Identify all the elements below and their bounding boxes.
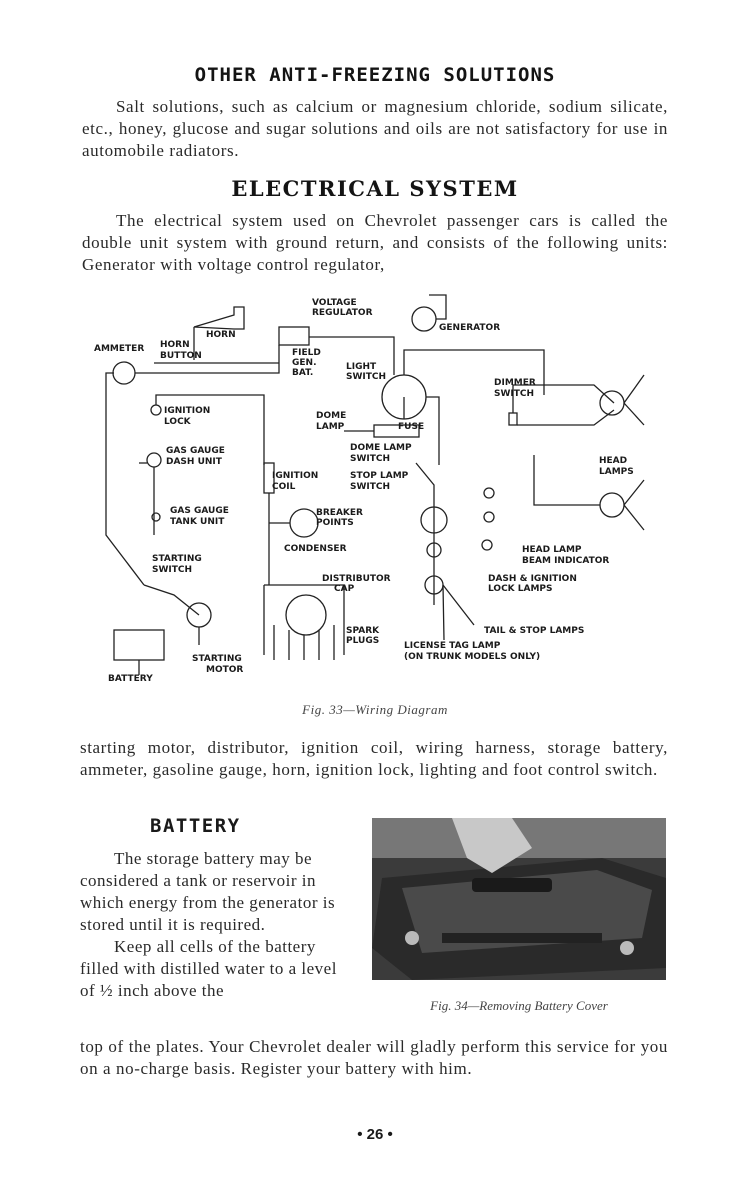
label-stop-lamp-switch-2: SWITCH	[350, 482, 390, 492]
label-gas-gauge-dash-2: DASH UNIT	[166, 457, 223, 467]
section-heading-battery: BATTERY	[150, 815, 241, 837]
label-field: FIELD	[292, 348, 321, 358]
label-breaker-points-1: BREAKER	[316, 508, 363, 518]
label-voltage-regulator-1: VOLTAGE	[312, 298, 357, 308]
page-number: • 26 •	[357, 1126, 393, 1143]
battery-photo-illustration	[372, 818, 666, 980]
label-head-lamps-1: HEAD	[599, 456, 627, 466]
paragraph-battery-continued: top of the plates. Your Chevrolet dealer…	[80, 1037, 668, 1078]
label-dome-lamp-1: DOME	[316, 411, 346, 421]
label-horn-button-2: BUTTON	[160, 351, 202, 361]
wiring-lines	[105, 294, 645, 675]
label-ignition-lock-1: IGNITION	[164, 406, 210, 416]
label-ignition-coil-2: COIL	[272, 482, 296, 492]
label-dash-lamps-1: DASH & IGNITION	[488, 574, 577, 584]
paragraph-electrical-intro: The electrical system used on Chevrolet …	[82, 211, 668, 274]
label-starting-switch-2: SWITCH	[152, 565, 192, 575]
paragraph-electrical-continued: starting motor, distributor, ignition co…	[80, 738, 668, 779]
label-head-lamps-2: LAMPS	[599, 467, 634, 477]
label-gas-gauge-tank-1: GAS GAUGE	[170, 506, 229, 516]
battery-cover-photo	[372, 818, 666, 980]
section-heading-anti-freezing: OTHER ANTI-FREEZING SOLUTIONS	[194, 64, 556, 86]
label-dash-lamps-2: LOCK LAMPS	[488, 584, 553, 594]
paragraph-battery-1: The storage battery may be considered a …	[80, 849, 336, 934]
label-light-switch-2: SWITCH	[346, 372, 386, 382]
label-ammeter: AMMETER	[94, 344, 144, 354]
label-dome-lamp-2: LAMP	[316, 422, 345, 432]
label-tail-stop-lamps: TAIL & STOP LAMPS	[484, 626, 584, 636]
label-condenser: CONDENSER	[284, 544, 347, 554]
label-horn: HORN	[206, 330, 236, 340]
figure-caption-battery: Fig. 34—Removing Battery Cover	[430, 998, 608, 1013]
label-spark-plugs-1: SPARK	[346, 626, 380, 636]
paragraph-battery-2: Keep all cells of the battery filled wit…	[80, 937, 337, 1000]
label-generator: GENERATOR	[439, 323, 500, 333]
label-light-switch-1: LIGHT	[346, 362, 377, 372]
label-starting-motor-1: STARTING	[192, 654, 242, 664]
label-stop-lamp-switch-1: STOP LAMP	[350, 471, 409, 481]
label-dome-lamp-switch-2: SWITCH	[350, 454, 390, 464]
label-starting-switch-1: STARTING	[152, 554, 202, 564]
section-heading-electrical-system: ELECTRICAL SYSTEM	[231, 176, 519, 201]
label-dimmer-switch-1: DIMMER	[494, 378, 536, 388]
label-gas-gauge-dash-1: GAS GAUGE	[166, 446, 225, 456]
label-horn-button-1: HORN	[160, 340, 190, 350]
label-battery: BATTERY	[108, 674, 153, 684]
label-head-lamp-indicator-2: BEAM INDICATOR	[522, 556, 609, 566]
label-voltage-regulator-2: REGULATOR	[312, 308, 373, 318]
paragraph-anti-freezing: Salt solutions, such as calcium or magne…	[82, 97, 668, 160]
label-dome-lamp-switch-1: DOME LAMP	[350, 443, 412, 453]
wiring-diagram: VOLTAGE REGULATOR GENERATOR HORN AMMETER…	[94, 294, 645, 684]
label-breaker-points-2: POINTS	[316, 518, 354, 528]
label-gas-gauge-tank-2: TANK UNIT	[170, 517, 225, 527]
label-fuse: FUSE	[398, 422, 424, 432]
label-distributor-cap-1: DISTRIBUTOR	[322, 574, 391, 584]
label-gen: GEN.	[292, 358, 317, 368]
label-head-lamp-indicator-1: HEAD LAMP	[522, 545, 582, 555]
label-ignition-coil-1: IGNITION	[272, 471, 318, 481]
battery-text-column: The storage battery may be considered a …	[80, 848, 352, 1002]
label-ignition-lock-2: LOCK	[164, 417, 192, 427]
label-distributor-cap-2: CAP	[334, 584, 355, 594]
label-starting-motor-2: MOTOR	[206, 665, 243, 675]
label-dimmer-switch-2: SWITCH	[494, 389, 534, 399]
label-license-lamp-1: LICENSE TAG LAMP	[404, 641, 501, 651]
label-spark-plugs-2: PLUGS	[346, 636, 379, 646]
label-bat: BAT.	[292, 368, 313, 378]
figure-caption-wiring: Fig. 33—Wiring Diagram	[302, 702, 448, 717]
label-license-lamp-2: (ON TRUNK MODELS ONLY)	[404, 652, 540, 662]
